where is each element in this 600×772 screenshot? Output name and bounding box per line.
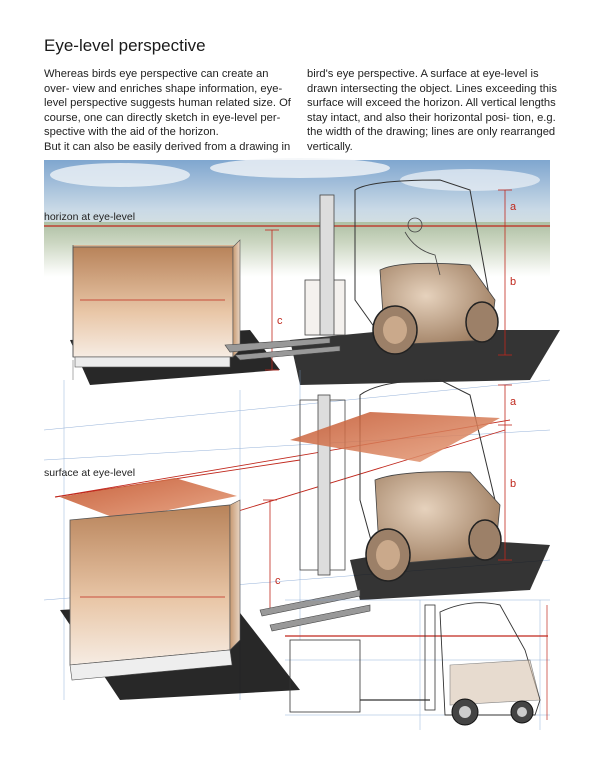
text-column-left: Whereas birds eye perspective can create… — [44, 67, 296, 155]
surface-plane-box — [60, 478, 237, 520]
forklift-middle — [259, 379, 550, 632]
surface-label: surface at eye-level — [44, 467, 136, 479]
middle-scene — [43, 370, 551, 700]
paragraph-right: bird's eye perspective. A surface at eye… — [307, 68, 558, 153]
surface-plane-forklift — [290, 412, 500, 462]
text-column-right: bird's eye perspective. A surface at eye… — [307, 67, 559, 155]
forklift-top — [224, 179, 560, 385]
dimension-b-middle: b — [510, 478, 517, 490]
dimension-c-top: c — [277, 315, 283, 327]
paragraph-left-1: Whereas birds eye perspective can create… — [44, 68, 291, 139]
box-top-scene — [72, 246, 234, 358]
dimension-b-top: b — [510, 276, 517, 288]
forklift-side-view — [439, 602, 541, 716]
page-title: Eye-level perspective — [44, 36, 206, 55]
box-side-view — [289, 639, 361, 713]
box-middle-scene — [69, 504, 231, 666]
dimension-a-top: a — [510, 201, 517, 213]
horizon-label: horizon at eye-level — [44, 211, 136, 223]
top-scene — [44, 158, 560, 385]
pallet — [74, 356, 231, 368]
bottom-side-view — [285, 599, 550, 730]
dimension-a-middle: a — [510, 396, 517, 408]
dimension-c-middle: c — [275, 575, 281, 587]
paragraph-left-2: But it can also be easily derived from a… — [44, 140, 291, 153]
